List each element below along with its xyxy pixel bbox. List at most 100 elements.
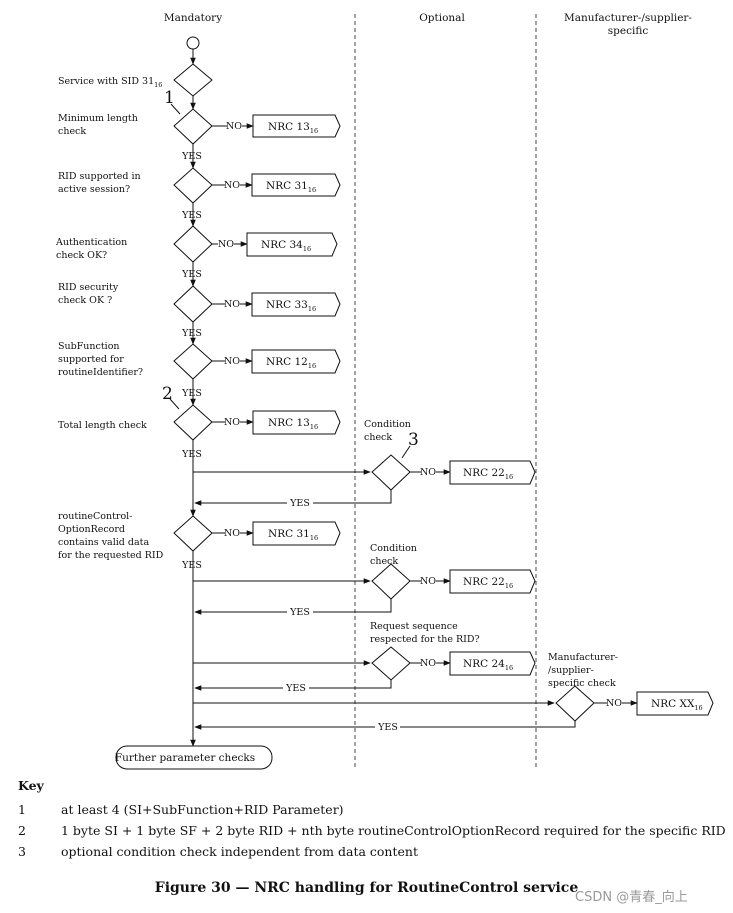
yes-label: YES: [181, 560, 202, 571]
label-subfunction-3: routineIdentifier?: [58, 367, 143, 378]
nrc-box-rid-supported: [251, 173, 341, 197]
label-option-record-3: contains valid data: [58, 537, 149, 548]
watermark: CSDN @青春_向上: [575, 890, 688, 905]
nrc-box-total-length: [252, 410, 341, 435]
label-condition-1: Condition: [364, 419, 411, 430]
label-rid-security: RID security: [58, 282, 119, 293]
figure-caption: Figure 30 — NRC handling for RoutineCont…: [154, 880, 579, 896]
decision-total-length: [173, 404, 213, 441]
yes-label: YES: [181, 210, 202, 221]
column-header-optional: Optional: [419, 12, 465, 24]
column-header-mandatory: Mandatory: [164, 12, 222, 24]
label-manufacturer-3: specific check: [548, 678, 616, 689]
label-condition-1b: check: [364, 432, 392, 443]
no-label: NO: [420, 576, 436, 587]
nrc-label-rid-supported: NRC 3116: [266, 180, 316, 194]
decision-service: [173, 63, 213, 97]
nrc-label-manufacturer: NRC XX16: [651, 698, 703, 712]
marker-1: 1: [164, 88, 175, 108]
key-item: 1 at least 4 (SI+SubFunction+RID Paramet…: [18, 799, 726, 820]
no-label: NO: [224, 356, 240, 367]
label-rid-supported-2: active session?: [58, 184, 130, 195]
yes-label: YES: [181, 151, 202, 162]
key-item: 3 optional condition check independent f…: [18, 841, 726, 862]
yes-label: YES: [181, 328, 202, 339]
nrc-label-condition-2: NRC 2216: [463, 576, 513, 590]
nrc-box-condition-1: [449, 460, 536, 485]
nrc-box-request-sequence: [449, 651, 536, 676]
nrc-box-option-record: [252, 521, 341, 546]
nrc-box-authentication: [246, 232, 338, 257]
label-manufacturer-2: /supplier-: [548, 665, 594, 676]
yes-label: YES: [285, 683, 306, 694]
marker-3: 3: [408, 430, 419, 450]
no-label: NO: [420, 658, 436, 669]
end-terminal: [115, 745, 273, 770]
label-rid-supported: RID supported in: [58, 171, 141, 182]
key-section: Key 1 at least 4 (SI+SubFunction+RID Par…: [18, 778, 726, 862]
no-label: NO: [226, 121, 242, 132]
label-condition-2: Condition: [370, 543, 417, 554]
nrc-label-subfunction: NRC 1216: [266, 356, 316, 370]
key-item-text: optional condition check independent fro…: [61, 844, 418, 859]
nrc-label-request-sequence: NRC 2416: [463, 658, 513, 672]
label-subfunction-2: supported for: [58, 354, 124, 365]
yes-label: YES: [181, 269, 202, 280]
label-option-record-2: OptionRecord: [58, 524, 125, 535]
yes-label: YES: [289, 498, 310, 509]
decision-manufacturer: [555, 685, 595, 722]
no-label: NO: [606, 698, 622, 709]
label-authentication-2: check OK?: [56, 250, 107, 261]
nrc-box-subfunction: [251, 349, 341, 374]
decision-rid-security: [173, 285, 213, 323]
key-item-text: at least 4 (SI+SubFunction+RID Parameter…: [61, 802, 344, 817]
decision-condition-1: [371, 454, 411, 491]
label-min-length: Minimum length: [58, 113, 138, 124]
key-item: 2 1 byte SI + 1 byte SF + 2 byte RID + n…: [18, 820, 726, 841]
decision-condition-2: [371, 563, 411, 600]
nrc-box-rid-security: [251, 292, 341, 317]
label-condition-2b: check: [370, 556, 398, 567]
label-option-record-4: for the requested RID: [58, 550, 164, 561]
start-node: [186, 36, 200, 50]
key-item-number: 1: [18, 802, 26, 817]
decision-request-sequence: [371, 646, 411, 681]
nrc-box-manufacturer: [636, 691, 714, 716]
yes-label: YES: [289, 607, 310, 618]
label-request-sequence: Request sequence: [370, 621, 458, 632]
label-subfunction: SubFunction: [58, 341, 120, 352]
decision-subfunction: [173, 343, 213, 380]
marker-2: 2: [162, 384, 173, 404]
nrc-label-rid-security: NRC 3316: [266, 299, 316, 313]
key-item-number: 2: [18, 823, 26, 838]
decision-rid-supported: [173, 167, 213, 204]
nrc-label-option-record: NRC 3116: [268, 528, 318, 542]
column-header-manufacturer: Manufacturer-/supplier-: [564, 12, 692, 24]
label-service: Service with SID 3116: [58, 76, 162, 89]
label-rid-security-2: check OK ?: [58, 295, 112, 306]
yes-label: YES: [181, 388, 202, 399]
end-terminal-label: Further parameter checks: [115, 752, 255, 764]
nrc-label-min-length: NRC 1316: [268, 121, 318, 135]
key-title: Key: [18, 778, 44, 793]
nrc-box-min-length: [252, 114, 341, 138]
label-min-length-2: check: [58, 126, 86, 137]
label-manufacturer: Manufacturer-: [548, 652, 618, 663]
nrc-box-condition-2: [449, 569, 536, 594]
column-header-manufacturer-2: specific: [608, 25, 649, 37]
no-label: NO: [224, 299, 240, 310]
no-label: NO: [224, 528, 240, 539]
no-label: NO: [224, 180, 240, 191]
decision-option-record: [173, 515, 213, 552]
label-option-record: routineControl-: [58, 511, 132, 522]
no-label: NO: [224, 417, 240, 428]
yes-label: YES: [377, 722, 398, 733]
no-label: NO: [218, 239, 234, 250]
no-label: NO: [420, 467, 436, 478]
label-total-length: Total length check: [58, 420, 147, 431]
nrc-label-authentication: NRC 3416: [261, 239, 311, 253]
label-authentication: Authentication: [55, 237, 127, 248]
nrc-label-condition-1: NRC 2216: [463, 467, 513, 481]
key-item-text: 1 byte SI + 1 byte SF + 2 byte RID + nth…: [61, 823, 726, 838]
decision-min-length: [173, 108, 213, 145]
